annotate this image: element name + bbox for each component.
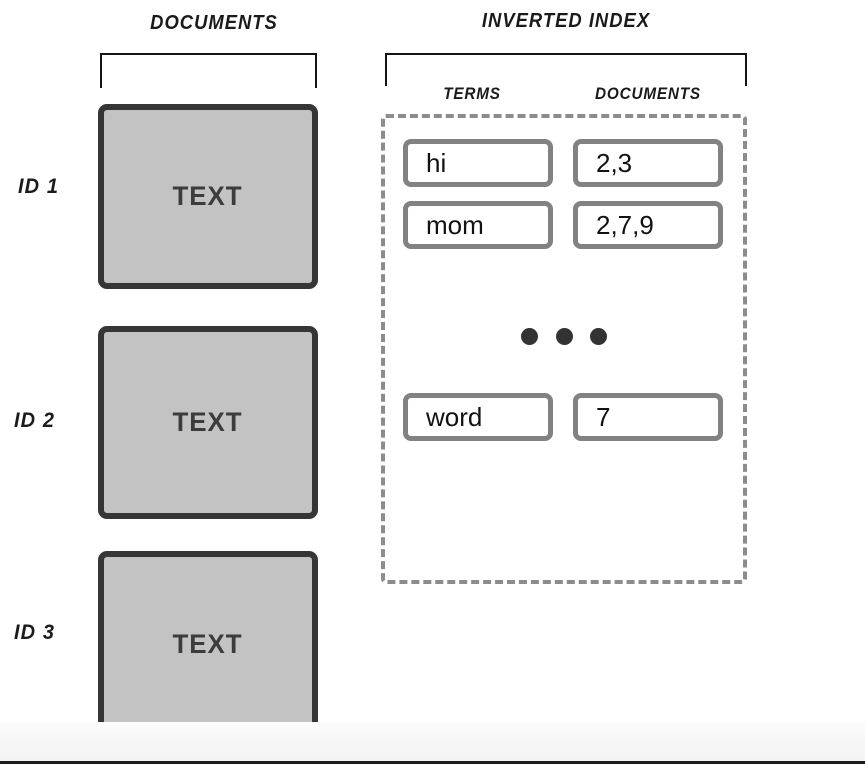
column-header-terms: TERMS: [443, 84, 501, 103]
documents-section-title: DOCUMENTS: [150, 12, 278, 34]
inverted-index-container: [381, 114, 747, 584]
index-documents-cell-1[interactable]: 2,3: [573, 139, 723, 187]
index-term-cell-3[interactable]: word: [403, 393, 553, 441]
document-id-label-1: ID 1: [18, 175, 60, 198]
document-box-text-2: TEXT: [172, 407, 244, 437]
index-documents-cell-3[interactable]: 7: [573, 393, 723, 441]
index-documents-text-1: 2,3: [596, 148, 633, 178]
document-box-1[interactable]: TEXT: [98, 104, 318, 289]
documents-bracket: [100, 53, 317, 88]
index-term-cell-1[interactable]: hi: [403, 139, 553, 187]
ellipsis-dot-2: [555, 327, 573, 345]
inverted-index-bracket: [385, 53, 747, 86]
document-box-text-1: TEXT: [172, 181, 244, 211]
column-header-documents: DOCUMENTS: [595, 84, 701, 103]
index-term-cell-2[interactable]: mom: [403, 201, 553, 249]
inverted-index-section-title: INVERTED INDEX: [481, 10, 651, 32]
bottom-band: [0, 722, 865, 762]
document-id-label-2: ID 2: [14, 409, 56, 432]
document-box-2[interactable]: TEXT: [98, 326, 318, 519]
index-term-text-1: hi: [426, 148, 447, 178]
bottom-rule: [0, 761, 865, 764]
index-documents-text-2: 2,7,9: [596, 210, 654, 240]
document-box-3[interactable]: TEXT: [98, 551, 318, 738]
index-term-text-3: word: [426, 402, 483, 432]
document-box-text-3: TEXT: [172, 629, 244, 659]
index-term-text-2: mom: [426, 210, 484, 240]
index-documents-cell-2[interactable]: 2,7,9: [573, 201, 723, 249]
ellipsis-dot-3: [590, 327, 607, 345]
ellipsis-icon: [521, 327, 607, 345]
ellipsis-dot-1: [521, 327, 538, 345]
index-documents-text-3: 7: [596, 402, 611, 432]
document-id-label-3: ID 3: [14, 621, 56, 644]
